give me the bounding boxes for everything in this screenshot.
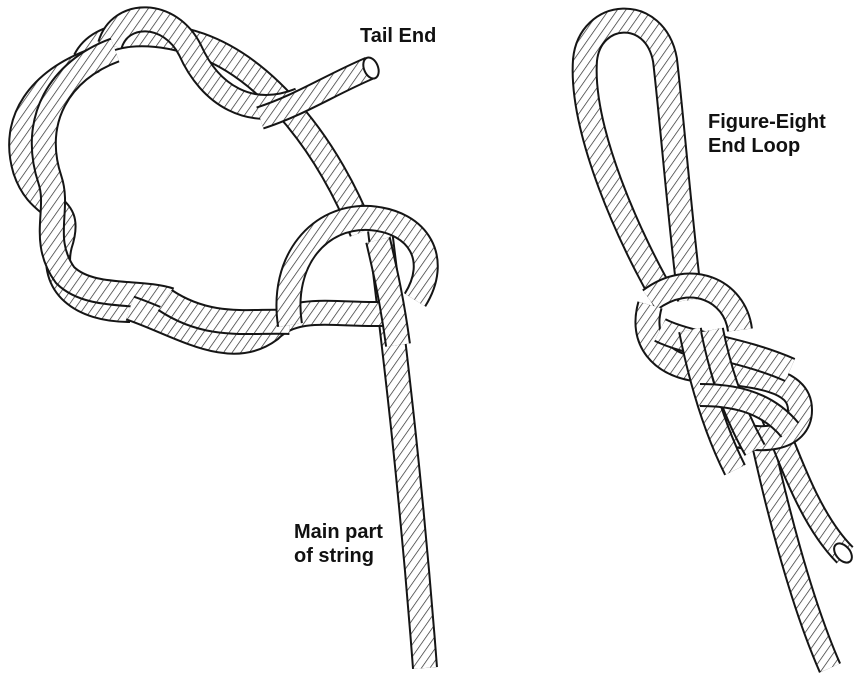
bottom-strand-2 <box>165 300 290 322</box>
left-knot <box>21 19 426 668</box>
figure-eight-label: Figure-Eight End Loop <box>708 110 826 158</box>
figure-eight-line-2: End Loop <box>708 134 826 158</box>
end-loop <box>585 21 690 300</box>
tail-end-text: Tail End <box>360 24 436 48</box>
left-inner-strand <box>44 50 170 300</box>
top-arch <box>110 19 300 107</box>
main-part-line-1: Main part <box>294 520 383 544</box>
tail-end-label: Tail End <box>360 24 436 48</box>
main-part-line-2: of string <box>294 544 383 568</box>
knot-body <box>647 286 800 470</box>
figure-eight-line-1: Figure-Eight <box>708 110 826 134</box>
upper-loop-strand <box>85 34 362 232</box>
main-part-label: Main part of string <box>294 520 383 568</box>
